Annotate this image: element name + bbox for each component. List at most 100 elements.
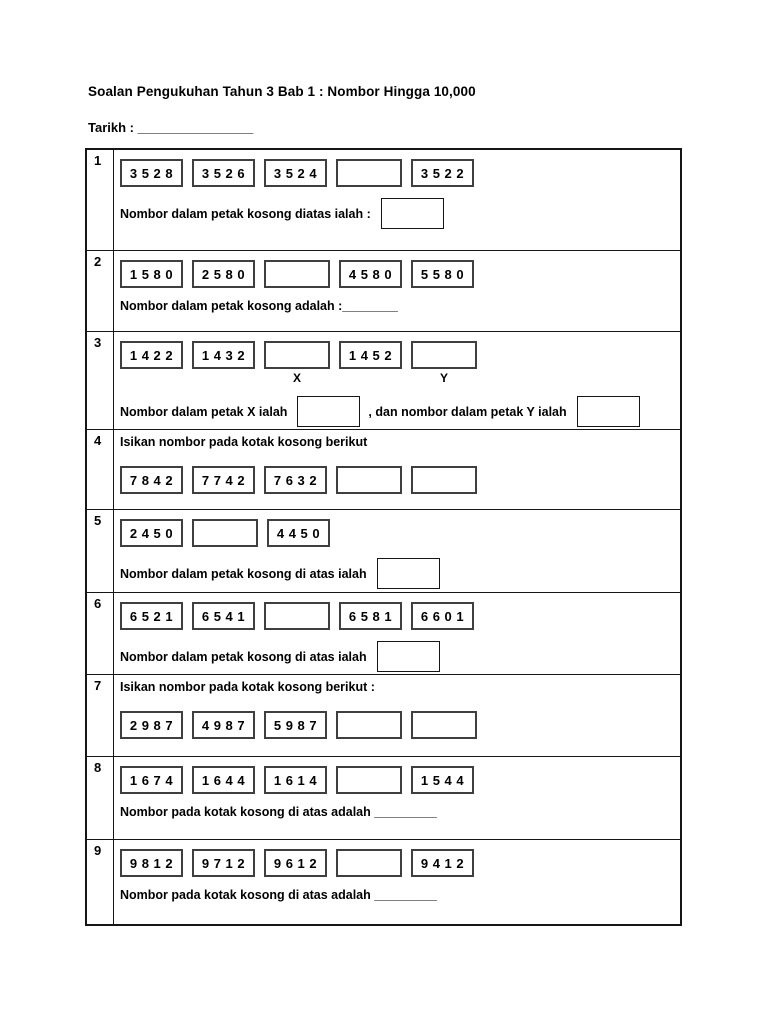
empty-number-box[interactable]	[336, 849, 402, 877]
number-box: 5 9 8 7	[264, 711, 327, 739]
row-number: 6	[87, 593, 114, 674]
question-text: , dan nombor dalam petak Y ialah	[368, 404, 567, 419]
number-box-slot: 3 5 2 6	[192, 159, 255, 187]
row-content: Isikan nombor pada kotak kosong berikut 7…	[114, 430, 680, 509]
row-content: Isikan nombor pada kotak kosong berikut …	[114, 675, 680, 756]
question-line: Nombor pada kotak kosong di atas adalah …	[120, 888, 674, 902]
number-box-slot: Y	[411, 341, 477, 385]
question-text: Nombor dalam petak kosong adalah :______…	[120, 299, 398, 313]
number-box-slot: 6 5 8 1	[339, 602, 402, 630]
row-number: 2	[87, 251, 114, 331]
number-box: 9 8 1 2	[120, 849, 183, 877]
empty-number-box[interactable]	[264, 602, 330, 630]
answer-box[interactable]	[297, 396, 361, 427]
empty-number-box[interactable]	[264, 260, 330, 288]
number-box: 4 4 5 0	[267, 519, 330, 547]
number-box-slot: 4 5 8 0	[339, 260, 402, 288]
number-box-slot	[264, 602, 330, 630]
page-title: Soalan Pengukuhan Tahun 3 Bab 1 : Nombor…	[88, 84, 476, 99]
question-text: Nombor dalam petak kosong di atas ialah	[120, 649, 367, 664]
empty-number-box[interactable]	[264, 341, 330, 369]
number-box-slot: 2 4 5 0	[120, 519, 183, 547]
number-box: 6 6 0 1	[411, 602, 474, 630]
row-content: 1 5 8 0 2 5 8 0 4 5 8 0 5 5 8 0 Nombor dalam…	[114, 251, 680, 331]
number-box-slot: 9 7 1 2	[192, 849, 255, 877]
number-box: 6 5 2 1	[120, 602, 183, 630]
number-box-slot	[411, 711, 477, 739]
number-box-slot	[336, 466, 402, 494]
number-box-slot	[336, 766, 402, 794]
empty-number-box[interactable]	[336, 159, 402, 187]
number-box: 3 5 2 8	[120, 159, 183, 187]
number-box-slot: 4 9 8 7	[192, 711, 255, 739]
number-box: 1 4 3 2	[192, 341, 255, 369]
question-line: Nombor dalam petak kosong adalah :______…	[120, 299, 674, 313]
row-number: 5	[87, 510, 114, 592]
question-line: Nombor dalam petak X ialah , dan nombor d…	[120, 396, 674, 427]
date-line: Tarikh : ________________	[88, 120, 254, 135]
number-box-slot: 6 6 0 1	[411, 602, 474, 630]
number-box-slot: 7 6 3 2	[264, 466, 327, 494]
number-box: 3 5 2 4	[264, 159, 327, 187]
number-box-slot: 9 8 1 2	[120, 849, 183, 877]
number-box-slot: 2 9 8 7	[120, 711, 183, 739]
number-box-slot: 1 4 2 2	[120, 341, 183, 369]
number-box-slot: 2 5 8 0	[192, 260, 255, 288]
question-line: Nombor dalam petak kosong di atas ialah	[120, 641, 674, 672]
answer-box[interactable]	[376, 641, 440, 672]
row-instruction: Isikan nombor pada kotak kosong berikut	[120, 435, 368, 449]
answer-box[interactable]	[576, 396, 640, 427]
number-box-slot	[336, 849, 402, 877]
question-text: Nombor pada kotak kosong di atas adalah …	[120, 805, 437, 819]
row-instruction: Isikan nombor pada kotak kosong berikut …	[120, 680, 375, 694]
number-box: 2 4 5 0	[120, 519, 183, 547]
empty-number-box[interactable]	[336, 766, 402, 794]
answer-box[interactable]	[380, 198, 444, 229]
empty-number-box[interactable]	[411, 466, 477, 494]
number-box-slot: 9 6 1 2	[264, 849, 327, 877]
number-box-slot: 1 6 1 4	[264, 766, 327, 794]
number-box: 7 6 3 2	[264, 466, 327, 494]
answer-box[interactable]	[376, 558, 440, 589]
number-box-slot: 5 5 8 0	[411, 260, 474, 288]
question-text: Nombor dalam petak X ialah	[120, 404, 288, 419]
number-box-slot: 1 6 4 4	[192, 766, 255, 794]
number-box: 7 7 4 2	[192, 466, 255, 494]
box-label-y: Y	[439, 371, 448, 385]
number-box-slot	[411, 466, 477, 494]
row-content: 2 4 5 0 4 4 5 0 Nombor dalam petak kosong …	[114, 510, 680, 592]
empty-number-box[interactable]	[336, 466, 402, 494]
number-box: 2 5 8 0	[192, 260, 255, 288]
empty-number-box[interactable]	[411, 341, 477, 369]
number-box-slot: 1 4 3 2	[192, 341, 255, 369]
number-box-slot: 7 7 4 2	[192, 466, 255, 494]
question-line: Nombor dalam petak kosong di atas ialah	[120, 558, 674, 589]
number-box: 1 4 5 2	[339, 341, 402, 369]
row-number: 4	[87, 430, 114, 509]
row-number: 8	[87, 757, 114, 839]
question-text: Nombor dalam petak kosong di atas ialah	[120, 566, 367, 581]
number-box-slot: 3 5 2 2	[411, 159, 474, 187]
number-box-row: 2 4 5 0 4 4 5 0	[120, 519, 674, 547]
question-line: Nombor pada kotak kosong di atas adalah …	[120, 805, 674, 819]
empty-number-box[interactable]	[336, 711, 402, 739]
number-box: 1 5 8 0	[120, 260, 183, 288]
number-box: 9 6 1 2	[264, 849, 327, 877]
empty-number-box[interactable]	[192, 519, 258, 547]
row-number: 3	[87, 332, 114, 429]
number-box-row: 2 9 8 7 4 9 8 7 5 9 8 7	[120, 711, 674, 739]
empty-number-box[interactable]	[411, 711, 477, 739]
number-box-slot: 9 4 1 2	[411, 849, 474, 877]
number-box-slot: X	[264, 341, 330, 385]
number-box: 1 6 4 4	[192, 766, 255, 794]
number-box: 1 6 7 4	[120, 766, 183, 794]
